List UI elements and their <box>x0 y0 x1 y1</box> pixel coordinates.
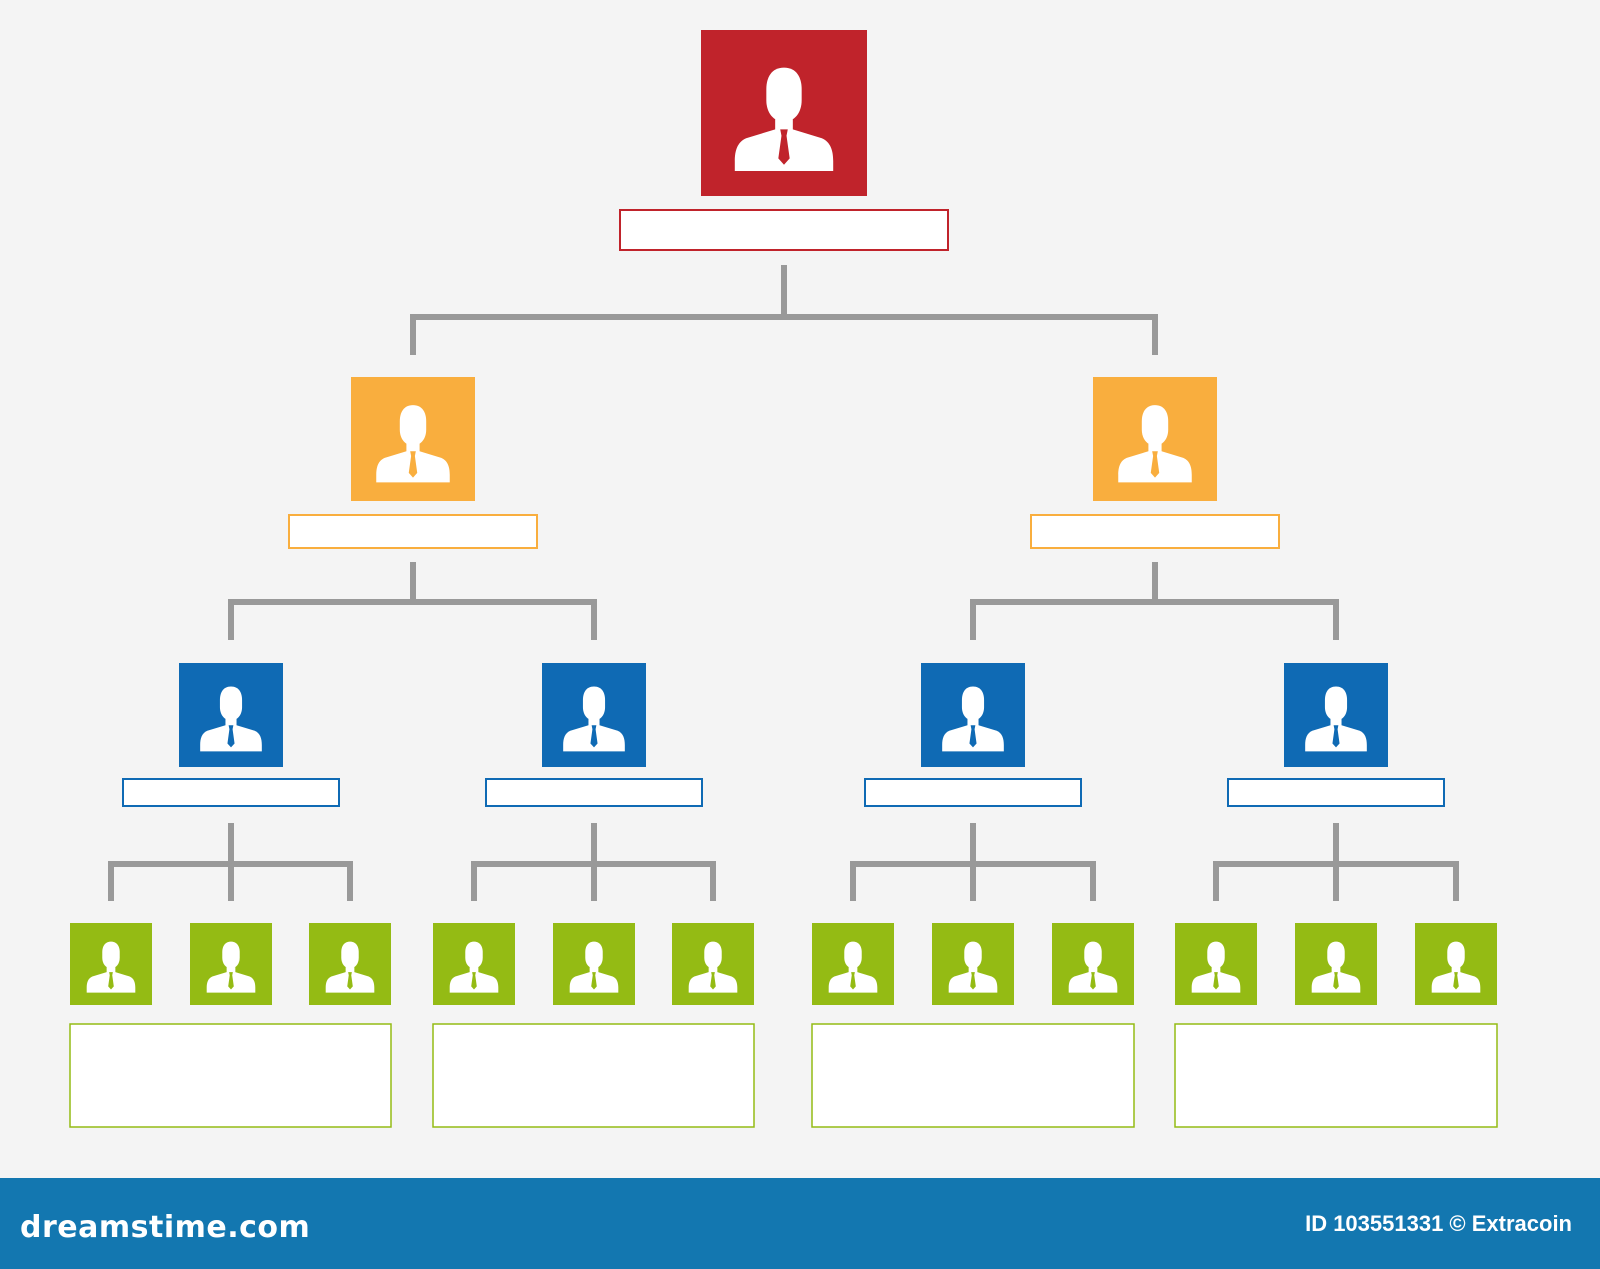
staff-group-description-field <box>69 1023 392 1128</box>
team-lead-node <box>485 663 703 807</box>
staff-node <box>309 923 391 1005</box>
manager-title-field <box>1030 514 1280 549</box>
executive-node <box>619 30 949 251</box>
staff-node <box>1415 923 1497 1005</box>
org-chart <box>69 30 1498 1128</box>
manager-node <box>1030 377 1280 549</box>
footer-bar <box>0 1178 1600 1269</box>
staff-node <box>932 923 1014 1005</box>
team-lead-node <box>1227 663 1445 807</box>
staff-group-description-field <box>811 1023 1135 1128</box>
manager-title-field <box>288 514 538 549</box>
connector-lines <box>108 265 1459 901</box>
staff-node <box>672 923 754 1005</box>
staff-node <box>812 923 894 1005</box>
team-lead-title-field <box>864 778 1082 807</box>
staff-group-description-field <box>432 1023 755 1128</box>
staff-node <box>433 923 515 1005</box>
brand-logo: dreamstime.com <box>20 1210 311 1245</box>
executive-title-field <box>619 209 949 251</box>
staff-node <box>1052 923 1134 1005</box>
staff-node <box>553 923 635 1005</box>
team-lead-title-field <box>122 778 340 807</box>
staff-group-description-field <box>1174 1023 1498 1128</box>
staff-node <box>70 923 152 1005</box>
staff-node <box>190 923 272 1005</box>
team-lead-node <box>122 663 340 807</box>
image-credit: ID 103551331 © Extracoin <box>1305 1211 1572 1236</box>
org-nodes <box>69 30 1498 1128</box>
team-lead-title-field <box>1227 778 1445 807</box>
team-lead-node <box>864 663 1082 807</box>
manager-node <box>288 377 538 549</box>
staff-node <box>1295 923 1377 1005</box>
team-lead-title-field <box>485 778 703 807</box>
staff-node <box>1175 923 1257 1005</box>
